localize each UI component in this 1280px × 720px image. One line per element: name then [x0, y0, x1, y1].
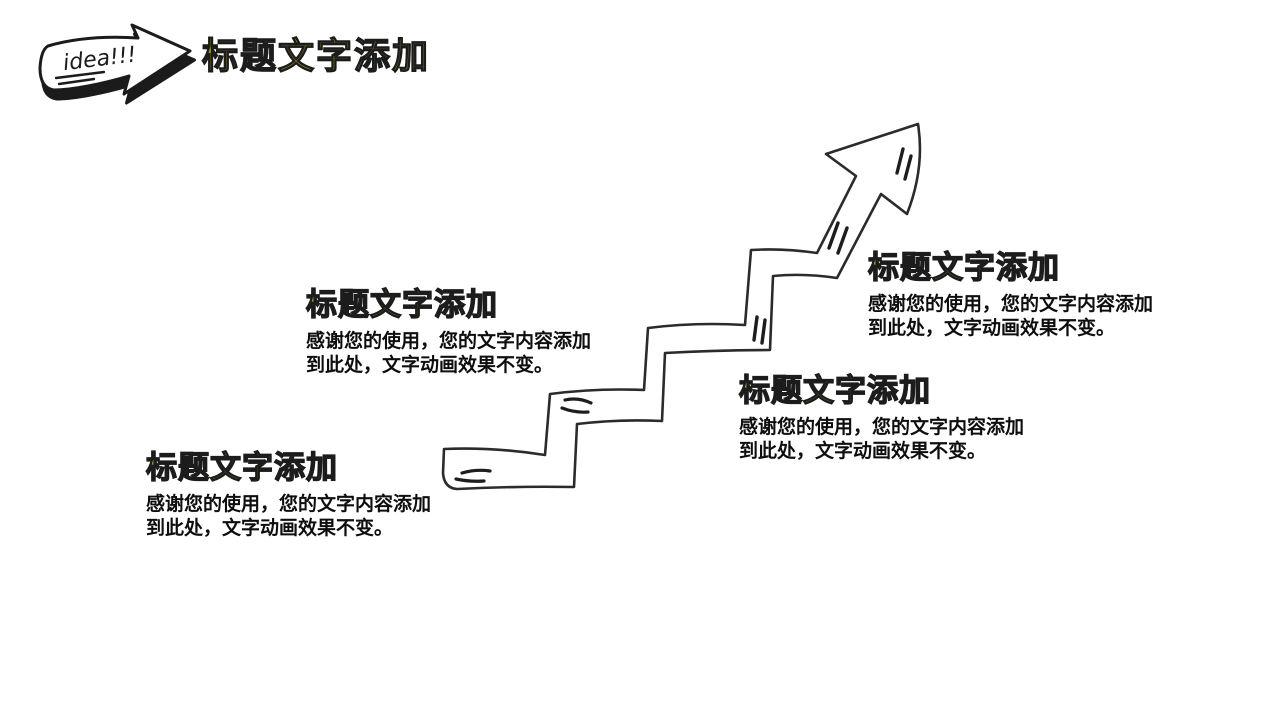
step-1-body: 感谢您的使用，您的文字内容添加 到此处，文字动画效果不变。 — [146, 492, 431, 540]
step-3-body: 感谢您的使用，您的文字内容添加 到此处，文字动画效果不变。 — [739, 415, 1024, 463]
step-block-4: 标题文字添加 感谢您的使用，您的文字内容添加 到此处，文字动画效果不变。 — [867, 249, 1153, 340]
step-2-body-line-2: 到此处，文字动画效果不变。 — [306, 354, 554, 376]
sketch-hatch-arrowhead — [895, 147, 913, 181]
idea-arrow-badge: idea!!! — [38, 23, 196, 105]
step-1-body-line-1: 感谢您的使用，您的文字内容添加 — [146, 493, 432, 515]
page-title: 标题文字添加 — [201, 35, 431, 77]
sketch-hatch-step1 — [454, 468, 492, 483]
step-3-body-line-2: 到此处，文字动画效果不变。 — [739, 440, 987, 462]
step-3-body-line-1: 感谢您的使用，您的文字内容添加 — [739, 416, 1025, 438]
badge-arrow-outline — [38, 23, 192, 96]
step-1-body-line-2: 到此处，文字动画效果不变。 — [146, 517, 394, 539]
step-4-body-line-2: 到此处，文字动画效果不变。 — [868, 317, 1116, 339]
sketch-hatch-riser3 — [752, 315, 767, 345]
step-2-title: 标题文字添加 — [305, 286, 498, 323]
step-block-2: 标题文字添加 感谢您的使用，您的文字内容添加 到此处，文字动画效果不变。 — [305, 286, 591, 377]
step-block-3: 标题文字添加 感谢您的使用，您的文字内容添加 到此处，文字动画效果不变。 — [738, 372, 1024, 463]
badge-underline — [54, 70, 106, 86]
sketch-hatch-shaft — [827, 221, 849, 255]
step-4-body: 感谢您的使用，您的文字内容添加 到此处，文字动画效果不变。 — [868, 292, 1153, 340]
step-1-title: 标题文字添加 — [145, 449, 338, 486]
step-3-title: 标题文字添加 — [738, 372, 931, 409]
staircase-arrow-outline — [441, 122, 922, 491]
staircase-arrow-diagram — [441, 122, 922, 491]
sketch-hatch-step2 — [560, 397, 593, 414]
step-4-body-line-1: 感谢您的使用，您的文字内容添加 — [868, 293, 1154, 315]
step-4-title: 标题文字添加 — [867, 249, 1060, 286]
step-2-body: 感谢您的使用，您的文字内容添加 到此处，文字动画效果不变。 — [306, 329, 591, 377]
step-block-1: 标题文字添加 感谢您的使用，您的文字内容添加 到此处，文字动画效果不变。 — [145, 449, 431, 540]
step-2-body-line-1: 感谢您的使用，您的文字内容添加 — [306, 330, 592, 352]
